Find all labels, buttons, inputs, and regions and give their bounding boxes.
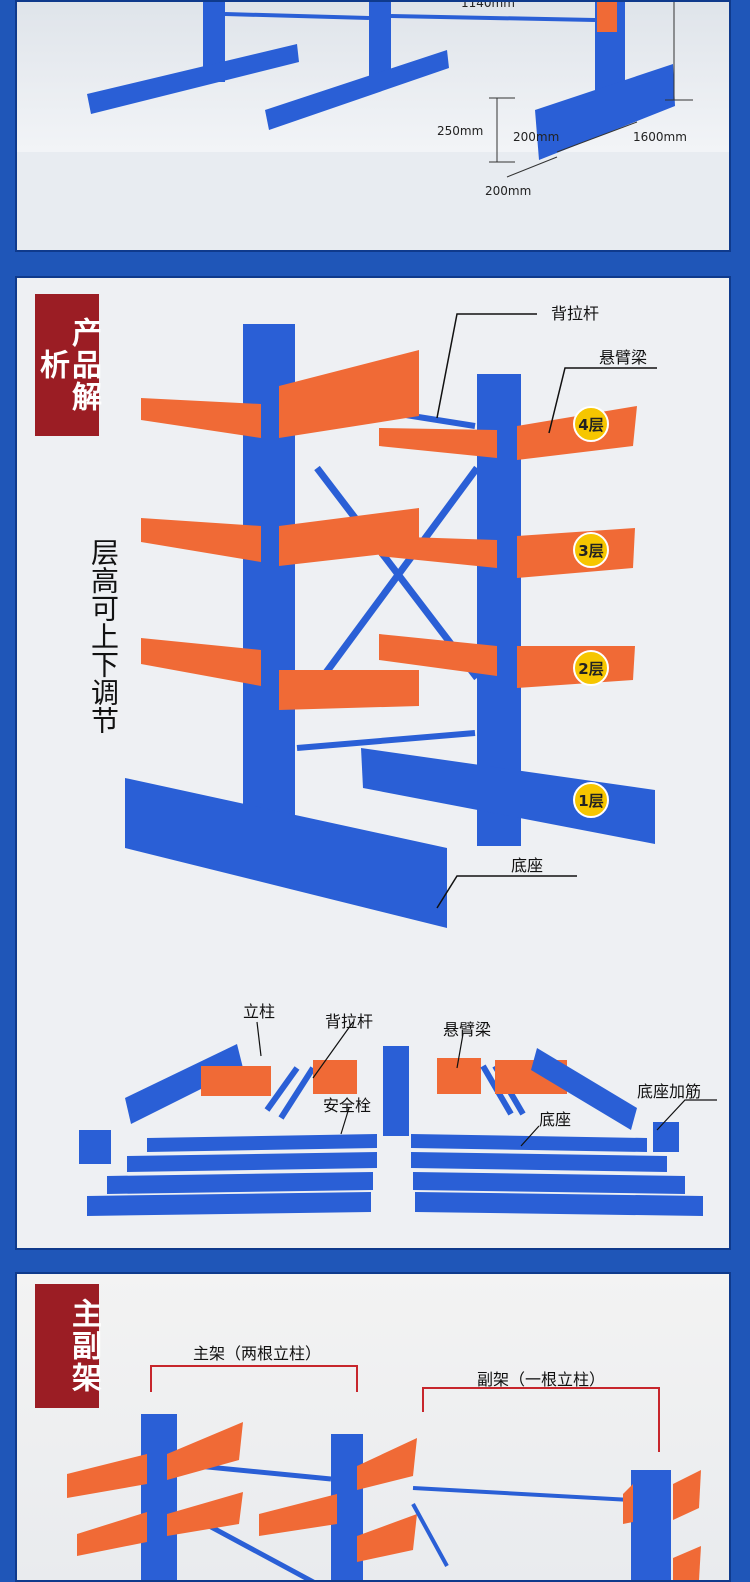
section-tag-product-analysis: 产品解析 bbox=[34, 294, 101, 436]
dimension-length: 1600mm bbox=[633, 130, 687, 144]
sub-frame-label: 副架（一根立柱） bbox=[477, 1370, 606, 1389]
label-arm: 悬臂梁 bbox=[599, 348, 648, 367]
dimension-base-width: 200mm bbox=[485, 184, 532, 198]
dimension-top-width: 1140mm bbox=[461, 0, 515, 10]
label-back-tie: 背拉杆 bbox=[551, 304, 600, 323]
hero-dimensions-panel: 1140mm 250mm 200mm 200mm 1600mm bbox=[15, 0, 731, 252]
adjustable-height-note: 层高可上下调节 bbox=[87, 538, 120, 734]
section-tag-main-sub: 主副架 bbox=[35, 1284, 101, 1408]
label-base: 底座 bbox=[511, 856, 544, 875]
part-label-safety-pin: 安全栓 bbox=[323, 1096, 372, 1115]
part-label-base-rib: 底座加筋 bbox=[637, 1082, 702, 1101]
level-badge-2: 2层 bbox=[573, 650, 609, 686]
product-analysis-panel: 产品解析 层高可上下调节 bbox=[15, 276, 731, 1250]
part-label-base: 底座 bbox=[539, 1110, 572, 1129]
dimension-base-depth: 200mm bbox=[513, 130, 560, 144]
level-badge-3: 3层 bbox=[573, 532, 609, 568]
level-badge-1: 1层 bbox=[573, 782, 609, 818]
rack-dimension-illustration bbox=[17, 2, 729, 250]
main-sub-frame-panel: 主副架 主架（两根立柱） 副架（一根立柱） bbox=[15, 1272, 731, 1582]
dimension-base-height: 250mm bbox=[437, 124, 484, 138]
part-label-column: 立柱 bbox=[243, 1002, 276, 1021]
main-sub-frame-illustration bbox=[67, 1365, 701, 1580]
part-label-arm: 悬臂梁 bbox=[443, 1020, 492, 1039]
level-badge-4: 4层 bbox=[573, 406, 609, 442]
cantilever-rack-exploded-illustration bbox=[79, 313, 717, 1216]
main-frame-label: 主架（两根立柱） bbox=[193, 1344, 322, 1363]
part-label-back-tie: 背拉杆 bbox=[325, 1012, 374, 1031]
